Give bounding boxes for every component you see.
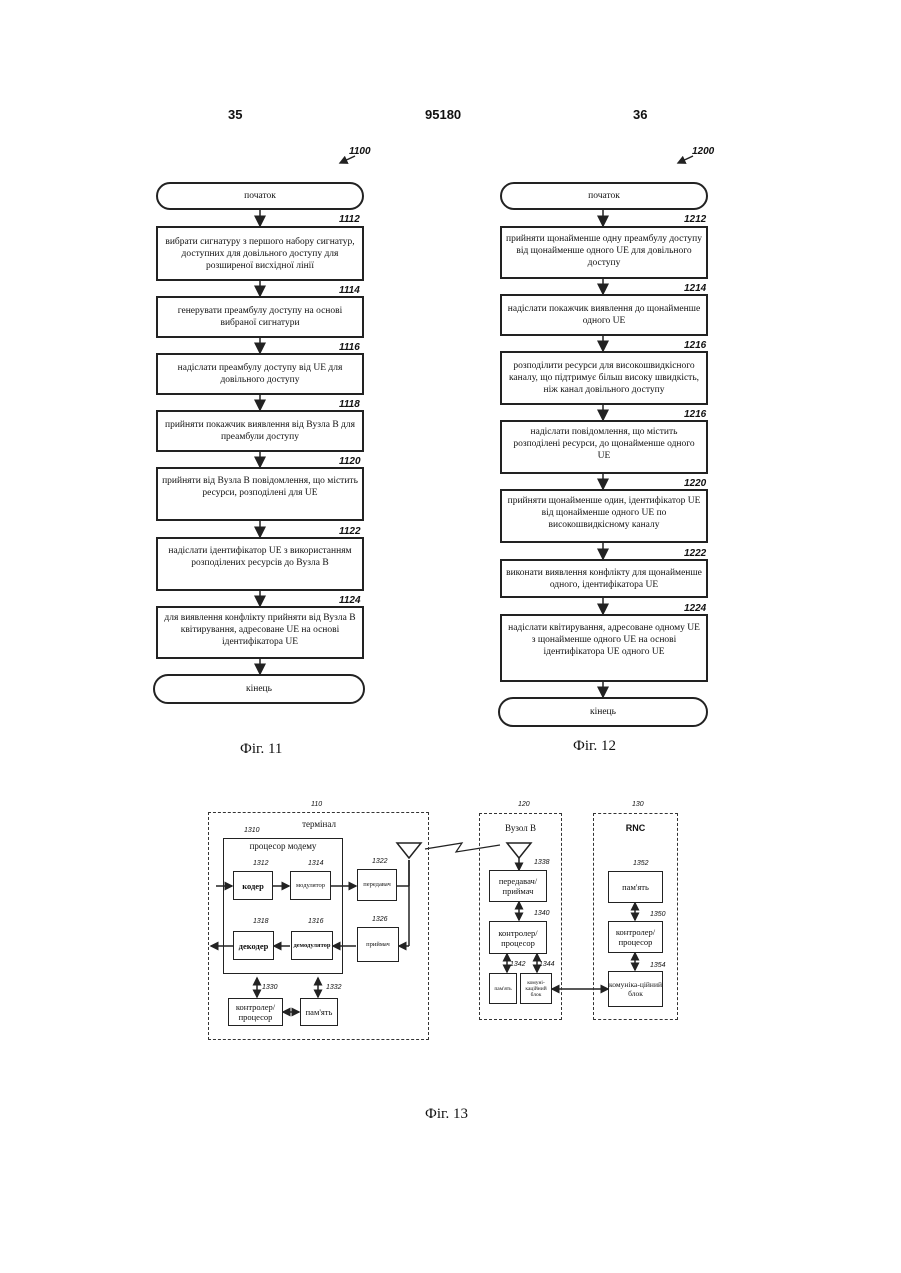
fig11-end-terminal: кінець — [153, 674, 365, 704]
nodeb-controller-block: контролер/ процесор — [489, 921, 547, 954]
fig12-caption: Фіг. 12 — [573, 738, 616, 755]
terminal-ref: 110 — [311, 801, 322, 808]
nodeb-transceiver-block: передавач/ приймач — [489, 870, 547, 902]
rnc-comm-block: комуніка-ційний блок — [608, 971, 663, 1007]
terminal-controller-block: контролер/ процесор — [228, 998, 283, 1026]
modulator-ref: 1314 — [308, 860, 324, 867]
fig11-step-box: генерувати преамбулу доступу на основі в… — [156, 296, 364, 338]
fig12-step-num: 1216 — [684, 409, 706, 420]
transceiver-ref: 1338 — [534, 859, 550, 866]
fig11-caption: Фіг. 11 — [240, 741, 282, 758]
demodulator-ref: 1316 — [308, 918, 324, 925]
encoder-block: кодер — [233, 871, 273, 900]
fig11-step-box: прийняти покажчик виявлення від Вузла В … — [156, 410, 364, 452]
fig12-step-box: прийняти щонайменше один, ідентифікатор … — [500, 489, 708, 543]
fig11-step-num: 1120 — [339, 456, 361, 467]
encoder-ref: 1312 — [253, 860, 269, 867]
fig12-step-box: виконати виявлення конфлікту для щонайме… — [500, 559, 708, 598]
fig11-start-terminal: початок — [156, 182, 364, 210]
fig11-step-num: 1118 — [339, 399, 360, 410]
modulator-block: модулятор — [290, 871, 331, 900]
fig11-step-box: для виявлення конфлікту прийняти від Вуз… — [156, 606, 364, 659]
terminal-title: термінал — [294, 819, 344, 830]
fig12-start-terminal: початок — [500, 182, 708, 210]
rnc-memory-block: пам'ять — [608, 871, 663, 903]
nodeb-memory-block: пам'ять — [489, 973, 517, 1004]
fig12-ref: 1200 — [692, 146, 714, 157]
fig12-step-box: прийняти щонайменше одну преамбулу досту… — [500, 226, 708, 279]
fig11-step-num: 1116 — [339, 342, 360, 353]
rnc-memory-ref: 1352 — [633, 860, 649, 867]
nodeb-title: Вузол В — [479, 823, 562, 834]
nodeb-memory-ref: 1342 — [510, 961, 526, 968]
fig12-step-num: 1224 — [684, 603, 706, 614]
fig12-step-box: надіслати повідомлення, що містить розпо… — [500, 420, 708, 474]
fig12-step-num: 1222 — [684, 548, 706, 559]
rnc-ref: 130 — [632, 801, 644, 808]
decoder-ref: 1318 — [253, 918, 269, 925]
fig12-step-num: 1212 — [684, 214, 706, 225]
decoder-block: декодер — [233, 931, 274, 960]
nodeb-ref: 120 — [518, 801, 530, 808]
fig11-step-num: 1122 — [339, 526, 361, 537]
rnc-comm-ref: 1354 — [650, 962, 666, 969]
receiver-block: приймач — [357, 927, 399, 962]
nodeb-comm-block: комуні-каційний блок — [520, 973, 552, 1004]
fig12-step-num: 1216 — [684, 340, 706, 351]
fig12-step-num: 1214 — [684, 283, 706, 294]
rnc-controller-ref: 1350 — [650, 911, 666, 918]
modem-ref: 1310 — [244, 827, 260, 834]
fig11-step-box: вибрати сигнатуру з першого набору сигна… — [156, 226, 364, 281]
fig12-step-num: 1220 — [684, 478, 706, 489]
fig11-step-box: прийняти від Вузла В повідомлення, що мі… — [156, 467, 364, 521]
fig11-step-box: надіслати ідентифікатор UE з використанн… — [156, 537, 364, 591]
transmitter-block: передавач — [357, 869, 397, 901]
fig11-ref: 1100 — [349, 146, 371, 157]
memory-ref: 1332 — [326, 984, 342, 991]
fig11-step-num: 1124 — [339, 595, 361, 606]
fig11-step-num: 1114 — [339, 285, 360, 296]
fig12-end-terminal: кінець — [498, 697, 708, 727]
fig11-step-box: надіслати преамбулу доступу від UE для д… — [156, 353, 364, 395]
transmitter-ref: 1322 — [372, 858, 388, 865]
modem-processor-title: процесор модему — [223, 841, 343, 852]
fig12-step-box: надіслати покажчик виявлення до щонаймен… — [500, 294, 708, 336]
nodeb-controller-ref: 1340 — [534, 910, 550, 917]
rnc-controller-block: контролер/ процесор — [608, 921, 663, 953]
terminal-memory-block: пам'ять — [300, 998, 338, 1026]
fig12-step-box: надіслати квітирування, адресоване одном… — [500, 614, 708, 682]
rnc-title: RNC — [593, 823, 678, 834]
receiver-ref: 1326 — [372, 916, 388, 923]
fig13-caption: Фіг. 13 — [425, 1106, 468, 1123]
demodulator-block: демодулятор — [291, 931, 333, 960]
fig12-step-box: розподілити ресурси для високошвидкісног… — [500, 351, 708, 405]
nodeb-comm-ref: 1344 — [539, 961, 555, 968]
fig11-step-num: 1112 — [339, 214, 360, 225]
controller-ref: 1330 — [262, 984, 278, 991]
